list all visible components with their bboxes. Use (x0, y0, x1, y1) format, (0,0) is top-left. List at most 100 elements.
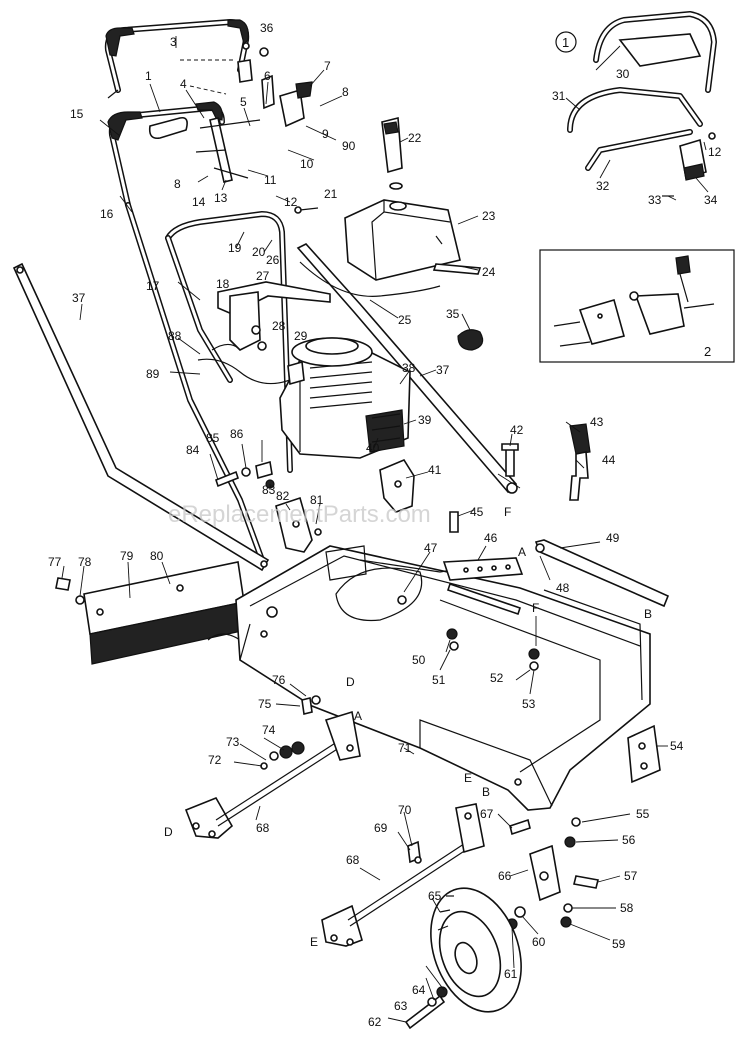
callout-61: 61 (504, 967, 518, 981)
callout-34: 34 (704, 193, 718, 207)
callout-54: 54 (670, 739, 684, 753)
deck-bracket (379, 459, 415, 513)
ref-letter-A1: A (518, 545, 526, 559)
watermark-text: eReplacementParts.com (168, 501, 431, 528)
callout-30: 30 (616, 67, 630, 81)
callout-31: 31 (552, 89, 566, 103)
spark-plug-cover (457, 329, 484, 351)
callout-84: 84 (186, 443, 200, 457)
callout-68a: 68 (256, 821, 270, 835)
callout-39: 39 (418, 413, 432, 427)
callout-37a: 37 (72, 291, 86, 305)
height-adjust-lever (569, 423, 591, 501)
callout-28: 28 (272, 319, 286, 333)
callout-14: 14 (192, 195, 206, 209)
inset-1-number: 1 (562, 35, 569, 50)
side-brace-right (296, 243, 518, 494)
callout-55: 55 (636, 807, 650, 821)
wheel-bolt (404, 986, 448, 1030)
callout-42: 42 (510, 423, 524, 437)
callout-12b: 12 (708, 145, 722, 159)
callout-8a: 8 (342, 85, 349, 99)
callout-6: 6 (264, 69, 271, 83)
callout-29: 29 (294, 329, 308, 343)
callout-60: 60 (532, 935, 546, 949)
callout-75: 75 (258, 697, 272, 711)
callout-11: 11 (264, 173, 277, 187)
callout-23: 23 (482, 209, 496, 223)
rear-axle (321, 803, 485, 947)
callout-17: 17 (146, 279, 160, 293)
callout-1: 1 (145, 69, 152, 83)
callout-7: 7 (324, 59, 331, 73)
inset-2-number: 2 (704, 344, 711, 359)
callout-22: 22 (408, 131, 422, 145)
callout-68b: 68 (346, 853, 360, 867)
axle-bushings (260, 741, 305, 770)
callout-57: 57 (624, 869, 638, 883)
callout-3: 3 (170, 35, 177, 49)
callout-86: 86 (230, 427, 244, 441)
callout-49: 49 (606, 531, 620, 545)
callout-80: 80 (150, 549, 164, 563)
callout-82: 82 (276, 489, 290, 503)
callout-66: 66 (498, 869, 512, 883)
control-linkage (180, 42, 319, 214)
callout-36: 36 (260, 21, 274, 35)
mower-deck-frame (235, 545, 651, 811)
callout-13: 13 (214, 191, 228, 205)
wheel (430, 887, 522, 1013)
callout-4: 4 (180, 77, 187, 91)
fasteners (215, 460, 540, 715)
callout-70: 70 (398, 803, 412, 817)
callout-52: 52 (490, 671, 504, 685)
callout-64: 64 (412, 983, 426, 997)
callout-5: 5 (240, 95, 247, 109)
lever-bolt (501, 443, 519, 477)
callout-59: 59 (612, 937, 626, 951)
ref-letter-B1: B (644, 607, 652, 621)
inset-1-handle (555, 11, 717, 197)
handle-bracket (217, 281, 331, 351)
callout-48: 48 (556, 581, 570, 595)
fuel-tank (344, 199, 461, 281)
callout-18: 18 (216, 277, 230, 291)
callout-47: 47 (424, 541, 438, 555)
ref-letter-E1: E (464, 771, 472, 785)
callout-15: 15 (70, 107, 84, 121)
lower-handle (125, 202, 293, 563)
callout-26: 26 (266, 253, 280, 267)
ref-letter-F1: F (504, 505, 511, 519)
callout-labels: 1 3 4 5 6 7 8 8 9 90 10 11 12 13 14 15 1… (48, 21, 722, 1029)
handle-mount-bracket (275, 496, 322, 553)
callout-72: 72 (208, 753, 222, 767)
callout-43: 43 (590, 415, 604, 429)
callout-41: 41 (428, 463, 442, 477)
height-adjust-plate (442, 557, 524, 581)
callout-81: 81 (310, 493, 324, 507)
ref-letter-D1: D (346, 675, 355, 689)
callout-90: 90 (342, 139, 356, 153)
callout-67: 67 (480, 807, 494, 821)
callout-20: 20 (252, 245, 266, 259)
deflector-screw (55, 577, 85, 605)
callout-85: 85 (206, 431, 220, 445)
callout-88: 88 (168, 329, 182, 343)
callout-76: 76 (272, 673, 286, 687)
ref-letter-A2: A (354, 709, 362, 723)
callout-65: 65 (428, 889, 442, 903)
ref-letter-B2: B (482, 785, 490, 799)
upper-handle (104, 19, 250, 99)
callout-56: 56 (622, 833, 636, 847)
height-adjust-rod (534, 539, 670, 608)
reference-letters: A A B B D D E E F F (164, 505, 652, 949)
inset-2-box (539, 249, 735, 363)
callout-53: 53 (522, 697, 536, 711)
wheel-bracket (509, 818, 561, 902)
callout-32: 32 (596, 179, 610, 193)
callout-83: 83 (262, 483, 276, 497)
callout-27: 27 (256, 269, 270, 283)
callout-51: 51 (432, 673, 446, 687)
wheel-fasteners (506, 817, 599, 930)
